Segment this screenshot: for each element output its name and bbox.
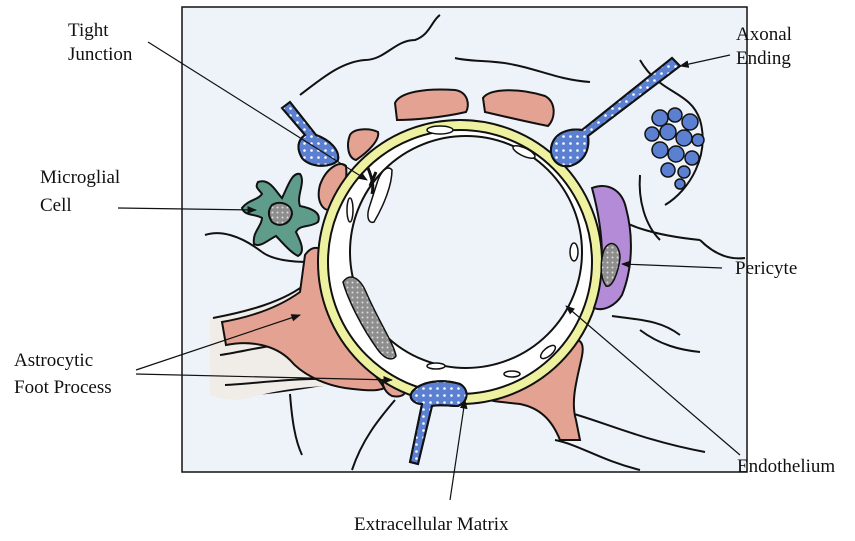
- extracellular-matrix-label: Extracellular Matrix: [354, 514, 509, 535]
- endothelium-label: Endothelium: [737, 456, 835, 477]
- pericyte-label: Pericyte: [735, 258, 797, 279]
